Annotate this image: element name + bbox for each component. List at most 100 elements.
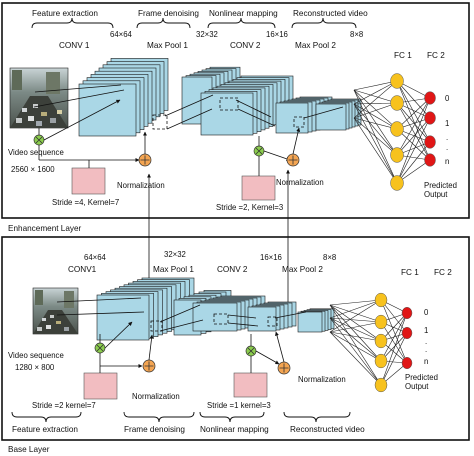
base-proj-line xyxy=(159,304,201,323)
stage-feature-extraction: Feature extraction xyxy=(32,9,98,18)
base-input-connection xyxy=(329,331,382,342)
base-input-connection xyxy=(329,299,382,333)
fc1-label: FC 1 xyxy=(394,51,412,60)
base-layer: 64×64 32×32 16×16 8×8 CONV1 Max Pool 1 C… xyxy=(11,250,452,434)
enhancement-layer-label: Enhancement Layer xyxy=(8,224,82,233)
enh-proj-line xyxy=(166,108,213,130)
enh-add-node-1-plus xyxy=(140,155,150,165)
enh-multiply-node xyxy=(33,134,45,146)
enh-output-dots: . xyxy=(446,133,448,142)
base-add-node-2 xyxy=(277,361,291,375)
enh-output-1: 1 xyxy=(445,119,449,128)
enh-fc1-neuron xyxy=(390,95,404,111)
base-normalization-1: Normalization xyxy=(132,392,180,401)
enh-multiply-node-2-cross xyxy=(255,147,263,155)
base-proj-line xyxy=(56,297,142,303)
base-input-connection xyxy=(329,317,382,323)
enh-stride-label-2: Stride =2, Kernel=3 xyxy=(216,203,283,212)
enh-input-connection xyxy=(353,103,398,184)
enh-conv2-stack-map xyxy=(200,92,254,136)
enh-fc2-neuron xyxy=(424,153,436,167)
base-add-node-1 xyxy=(142,359,156,373)
base-input-connection xyxy=(329,321,382,333)
enh-conv1-stack-map xyxy=(78,83,137,137)
size-64: 64×64 xyxy=(110,30,133,39)
base-conv1-stack xyxy=(96,277,195,341)
base-video-sequence-label: Video sequence xyxy=(8,351,64,360)
base-fc-connection xyxy=(380,332,408,386)
base-multiply-node-2 xyxy=(245,345,257,357)
enh-fc-connection xyxy=(396,117,431,184)
video-frame-image xyxy=(9,67,69,129)
brace-nonlinear-mapping xyxy=(207,17,276,29)
base-size-8: 8×8 xyxy=(323,253,336,262)
base-input-connection xyxy=(329,317,382,386)
base-pool2-stack-map xyxy=(247,306,277,332)
enh-add-node-2-plus xyxy=(288,155,298,165)
base-fc-in-stack-map xyxy=(297,311,323,333)
enh-fc-connection xyxy=(396,102,431,161)
base-size-64: 64×64 xyxy=(84,253,107,262)
base-size-16: 16×16 xyxy=(260,253,282,262)
enh-input-connection xyxy=(353,89,398,104)
enh-output-dots: . xyxy=(446,143,448,152)
enhancement-layer-frame xyxy=(1,2,470,219)
enh-resolution-label: 2560 × 1600 xyxy=(11,165,55,174)
pool1-label: Max Pool 1 xyxy=(147,41,188,50)
enh-stride-label-1: Stride =4, Kernel=7 xyxy=(52,198,119,207)
enh-mul-to-conv1 xyxy=(43,99,121,141)
base-stride-label-1: Stride =2 kernel=7 xyxy=(32,401,96,410)
base-add2-to-pool2 xyxy=(274,331,285,363)
base-proj-line xyxy=(227,322,259,327)
base-mul2-to-add2 xyxy=(255,350,280,365)
enh-proj-line xyxy=(237,108,276,127)
base-stage-feature-extraction: Feature extraction xyxy=(12,425,78,434)
enh-fc2-neuron xyxy=(424,111,436,125)
enh-pool1-window xyxy=(152,114,168,130)
enh-kernel-box-1 xyxy=(71,167,106,195)
base-fc-network xyxy=(329,292,413,393)
brace-feature-extraction xyxy=(31,17,114,29)
base-mul-to-conv1 xyxy=(104,321,133,349)
enh-fc-connection xyxy=(396,97,431,156)
enh-input-connection xyxy=(353,117,398,184)
base-fc-connection xyxy=(380,321,408,364)
base-input-connection xyxy=(329,304,382,386)
enh-input-connection xyxy=(353,89,398,156)
base-input-connection xyxy=(329,304,382,342)
stage-nonlinear-mapping: Nonlinear mapping xyxy=(209,9,278,18)
base-normalization-2: Normalization xyxy=(298,375,346,384)
base-fc1-neuron xyxy=(374,377,388,393)
base-conv2-stack-map xyxy=(192,302,238,332)
enh-input-connection xyxy=(353,103,398,156)
base-resolution-label: 1280 × 800 xyxy=(15,363,55,372)
base-size-32: 32×32 xyxy=(164,250,186,259)
base-multiply-node xyxy=(94,342,106,354)
enh-proj-line xyxy=(164,94,214,117)
enh-fc-network xyxy=(353,73,436,191)
enh-conv1-stack xyxy=(78,58,169,137)
base-conv1-stack-map xyxy=(96,294,150,341)
enh-proj-line xyxy=(34,84,122,93)
base-proj-line xyxy=(227,314,257,319)
base-input-connection xyxy=(329,299,382,319)
base-output-dots: . xyxy=(425,337,427,346)
base-kernel-box-2 xyxy=(233,372,268,398)
enh-input-connection xyxy=(353,117,398,130)
brace-frame-denoising xyxy=(136,17,191,29)
pool2-label: Max Pool 2 xyxy=(295,41,336,50)
base-fc2-neuron xyxy=(401,327,413,339)
enh-normalization-1: Normalization xyxy=(117,181,165,190)
base-output-n: n xyxy=(424,357,428,366)
base-fc1-neuron xyxy=(374,353,388,369)
base-proj-line xyxy=(274,311,307,319)
enh-input-connection xyxy=(353,89,398,130)
base-brace-nonlinear-mapping xyxy=(199,411,265,423)
stage-frame-denoising: Frame denoising xyxy=(138,9,199,18)
base-pool2-stack xyxy=(247,301,297,332)
enh-input-connection xyxy=(353,103,398,130)
base-conv2-stack xyxy=(192,295,266,332)
enh-input-connection xyxy=(353,102,398,119)
base-stride-label-2: Stride =1 kernel=3 xyxy=(207,401,271,410)
